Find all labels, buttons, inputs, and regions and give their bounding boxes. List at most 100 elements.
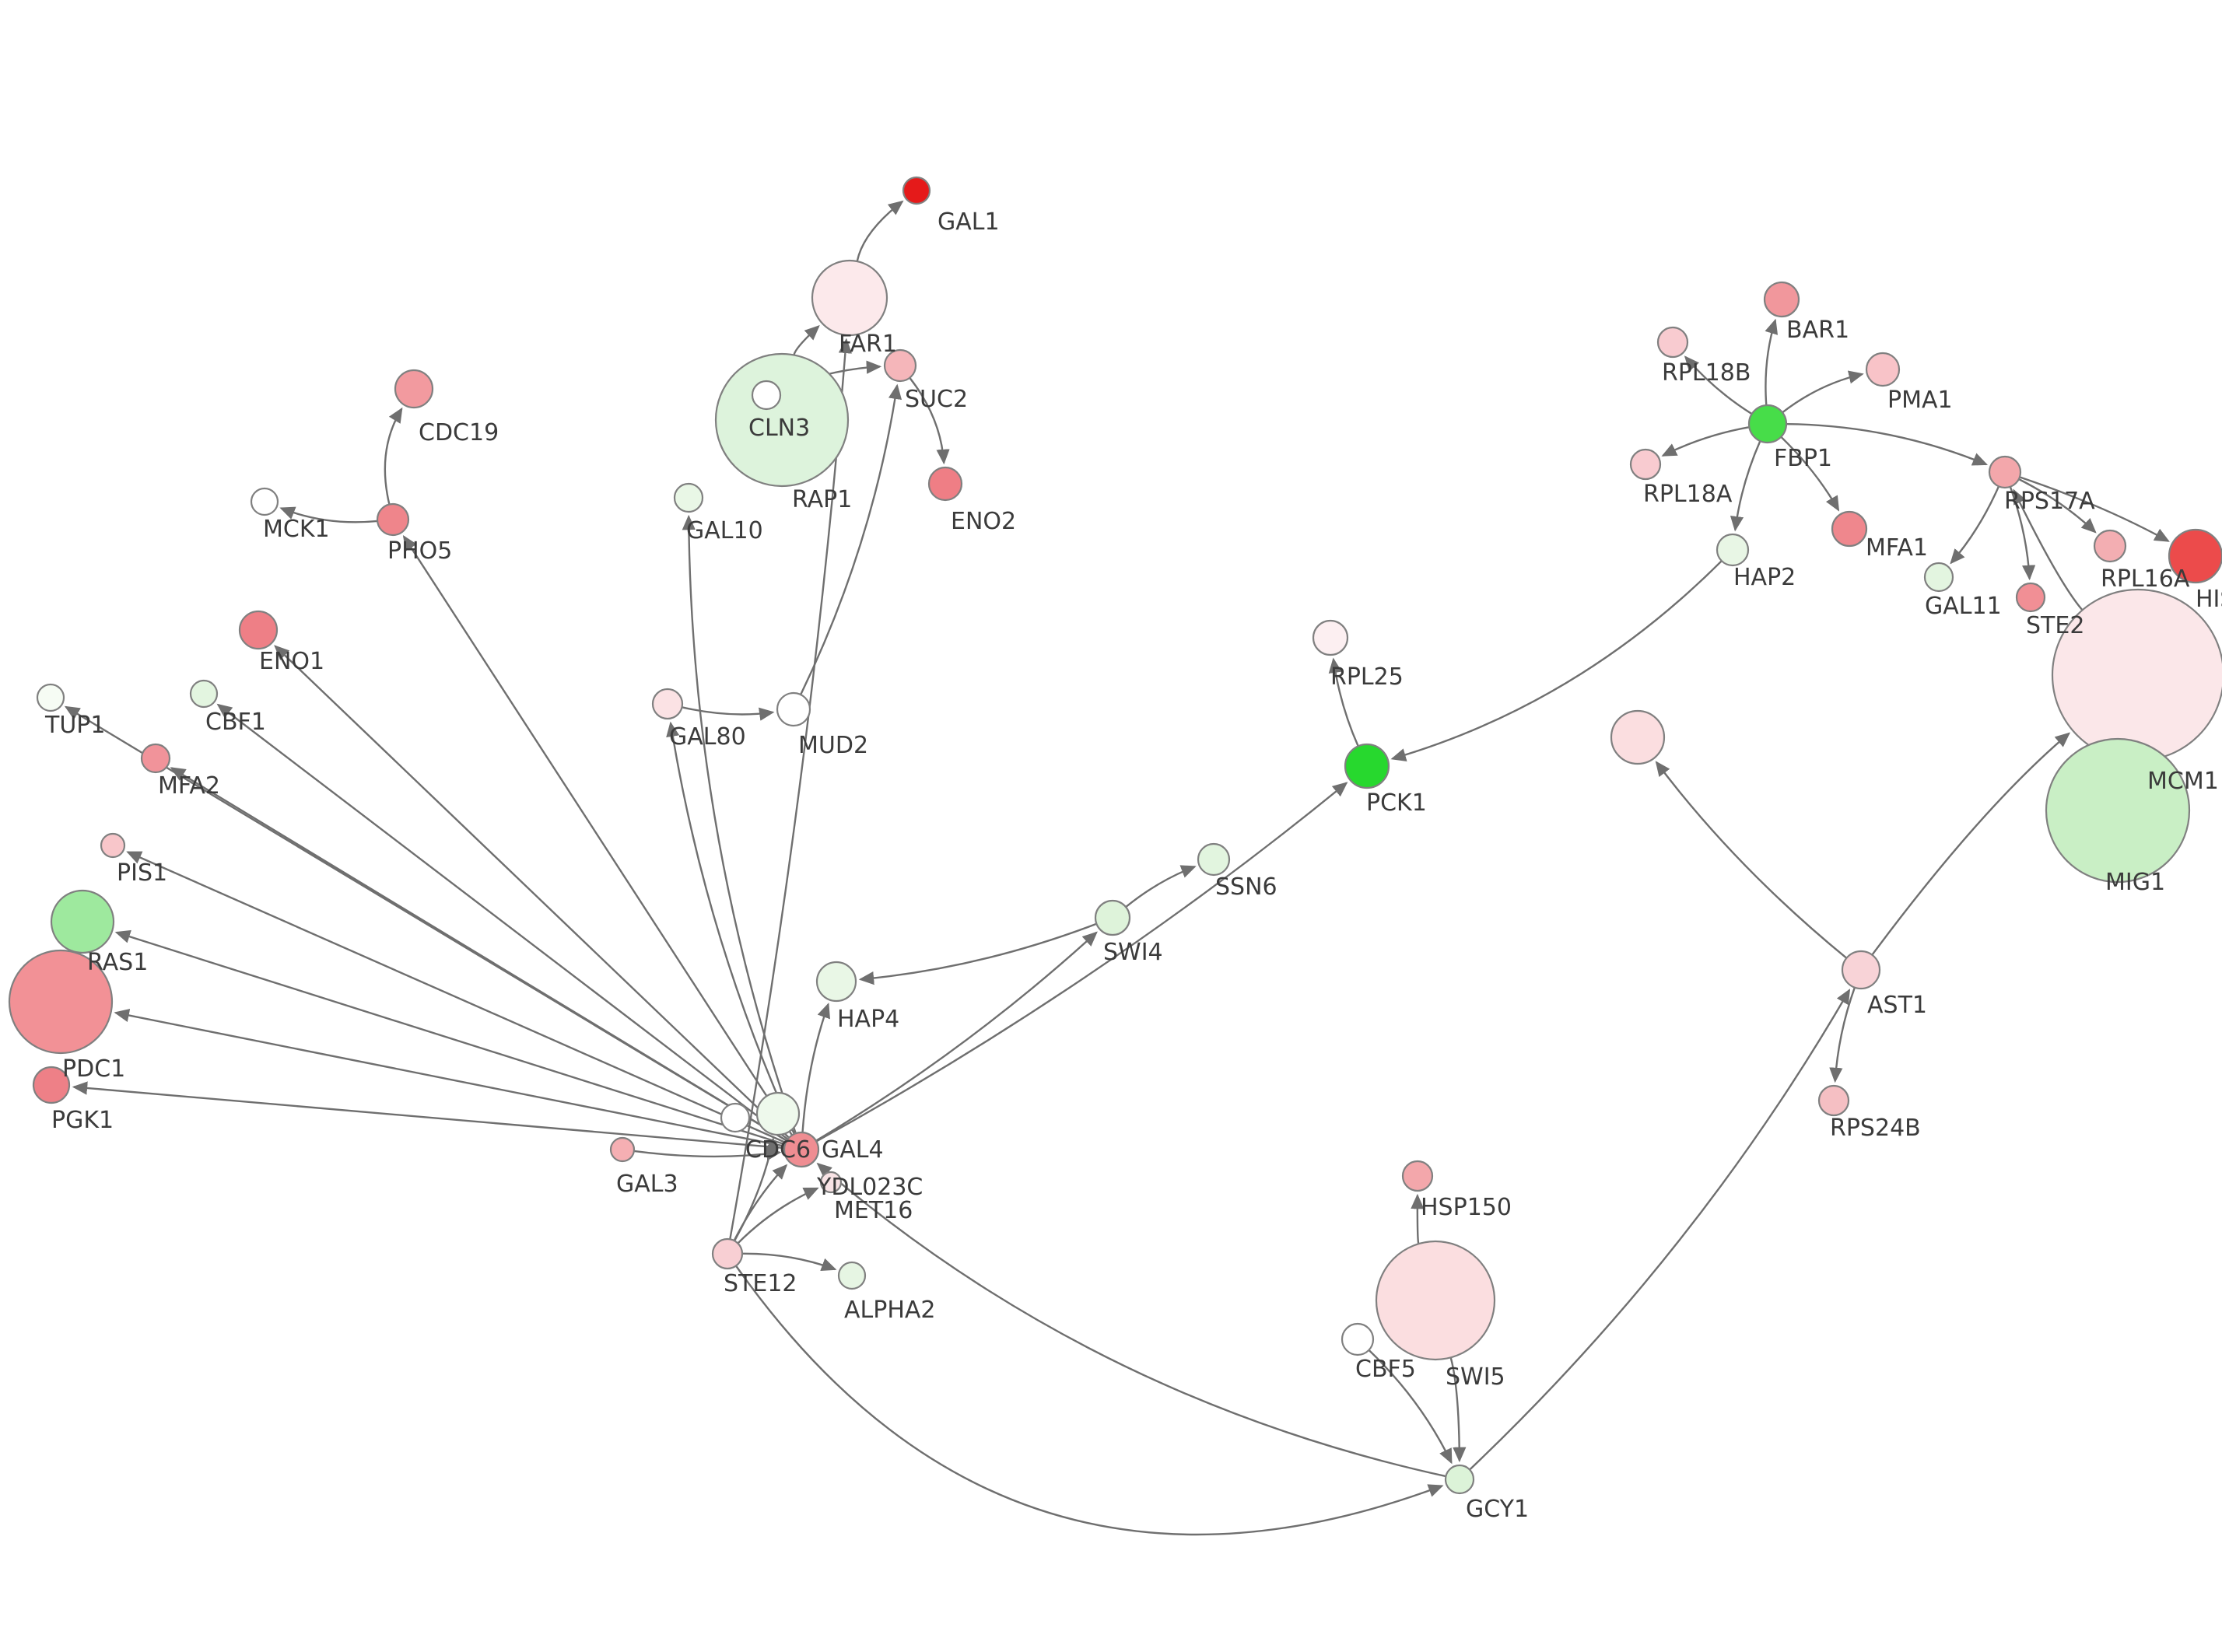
edge-RPS17A-GAL11 [1950, 485, 2000, 565]
node-CBF5[interactable] [1341, 1322, 1375, 1356]
label-PHO5: PHO5 [387, 537, 452, 565]
label-FAR1: FAR1 [839, 331, 897, 358]
node-BAR1[interactable] [1763, 281, 1800, 318]
node-GAL1[interactable] [902, 176, 931, 205]
label-GAL1: GAL1 [938, 208, 1000, 236]
edge-STE12-MET16 [737, 1187, 819, 1244]
node-CLN3[interactable] [714, 352, 850, 488]
node-RPL18A[interactable] [1629, 448, 1662, 481]
label-PMA1: PMA1 [1887, 387, 1953, 414]
label-RAP1: RAP1 [792, 486, 852, 513]
node-GAL11[interactable] [1923, 562, 1954, 593]
edge-HAP2-PCK1 [1390, 560, 1723, 761]
node-PGK1[interactable] [32, 1066, 71, 1104]
label-GAL3: GAL3 [616, 1171, 678, 1198]
label-CLN3: CLN3 [748, 415, 810, 442]
node-CBF1[interactable] [189, 679, 219, 709]
node-RPL18B[interactable] [1656, 326, 1689, 359]
label-GCY1: GCY1 [1466, 1496, 1529, 1523]
edge-SWI5-GCY1 [1449, 1357, 1467, 1463]
label-BAR1: BAR1 [1786, 317, 1849, 344]
node-PDC1[interactable] [8, 949, 114, 1055]
node-RAS1[interactable] [50, 889, 115, 954]
node-STE2[interactable] [2015, 582, 2046, 613]
node-MET16[interactable] [819, 1171, 843, 1194]
node-CDC19[interactable] [394, 369, 434, 409]
label-MIG1: MIG1 [2105, 869, 2165, 896]
node-MFA2[interactable] [140, 743, 171, 774]
node-FBP1[interactable] [1747, 404, 1788, 444]
edge-FBP1-RPL18B [1684, 355, 1753, 415]
node-PHO5[interactable] [376, 502, 410, 537]
node-HIS4[interactable] [2168, 528, 2222, 584]
label-STE12: STE12 [724, 1270, 797, 1297]
node-TUP1[interactable] [36, 683, 65, 712]
edge-GAL4-RAS1 [114, 929, 786, 1146]
node-MIG1[interactable] [2045, 737, 2191, 884]
edge-FBP1-PMA1 [1782, 370, 1864, 414]
node-RPS24B[interactable] [1817, 1084, 1850, 1117]
edges-layer [64, 200, 2170, 1536]
node-RPS17A[interactable] [1988, 455, 2022, 489]
edge-GAL4-CBF1 [216, 703, 789, 1140]
node-FAR1[interactable] [811, 259, 888, 337]
edge-FAR1-GAL1 [856, 200, 904, 262]
label-FBP1: FBP1 [1774, 445, 1832, 472]
node-GAL3[interactable] [609, 1136, 636, 1163]
label-CDC6: CDC6 [745, 1136, 811, 1164]
label-RPS24B: RPS24B [1830, 1115, 1921, 1142]
node-MUD2[interactable] [776, 691, 811, 727]
edge-PCK1-RPL25 [1328, 657, 1359, 747]
node-GAL4[interactable] [783, 1131, 820, 1168]
label-SUC2: SUC2 [905, 386, 968, 413]
label-STE2: STE2 [2026, 612, 2084, 639]
node-PIS1[interactable] [100, 832, 126, 859]
node-HAP4[interactable] [815, 961, 857, 1003]
edge-GAL4-PDC1 [114, 1009, 785, 1147]
node-YDL023C[interactable] [755, 1091, 801, 1136]
node-SWI5[interactable] [1375, 1240, 1496, 1361]
edge-FBP1-RPS17A [1786, 423, 1988, 466]
node-NODE_X[interactable] [1610, 709, 1666, 765]
edge-GAL80-MUD2 [682, 706, 775, 721]
edge-RPS17A-HIS4 [2019, 476, 2170, 542]
node-RPL25[interactable] [1312, 619, 1349, 656]
edge-GAL3-GAL4 [633, 1147, 782, 1161]
edge-GAL4-GAL80 [666, 721, 795, 1135]
node-RAP1[interactable] [751, 380, 782, 411]
label-GAL10: GAL10 [686, 517, 763, 544]
edge-GAL4-ENO1 [274, 645, 790, 1139]
node-MCK1[interactable] [250, 487, 279, 516]
node-GCY1[interactable] [1444, 1464, 1475, 1495]
node-RPL16A[interactable] [2093, 529, 2127, 563]
edge-FBP1-BAR1 [1765, 318, 1779, 406]
label-GAL4: GAL4 [822, 1136, 884, 1164]
node-ENO2[interactable] [927, 466, 963, 502]
node-HAP2[interactable] [1716, 533, 1750, 567]
node-PCK1[interactable] [1344, 743, 1390, 789]
node-STE12[interactable] [711, 1237, 744, 1270]
edge-GAL4-PHO5 [402, 534, 794, 1136]
node-HSP150[interactable] [1401, 1160, 1434, 1192]
label-RPL25: RPL25 [1330, 663, 1404, 691]
node-SUC2[interactable] [883, 348, 917, 383]
node-AST1[interactable] [1841, 950, 1881, 990]
edge-STE12-GAL4 [733, 1164, 788, 1241]
node-ALPHA2[interactable] [837, 1261, 867, 1290]
node-PMA1[interactable] [1865, 352, 1901, 387]
node-CDC6[interactable] [720, 1102, 751, 1133]
label-ENO2: ENO2 [951, 508, 1016, 535]
node-GAL80[interactable] [651, 688, 684, 720]
label-PDC1: PDC1 [62, 1055, 125, 1083]
node-MFA1[interactable] [1831, 510, 1868, 548]
edge-MUD2-SUC2 [800, 383, 902, 695]
node-GAL10[interactable] [673, 482, 704, 513]
node-SSN6[interactable] [1197, 842, 1231, 877]
edge-GAL4-PGK1 [72, 1081, 785, 1150]
node-ENO1[interactable] [238, 610, 279, 650]
node-SWI4[interactable] [1094, 899, 1131, 936]
edge-STE12-GCY1 [735, 1265, 1444, 1536]
edge-STE12-YDL023C [734, 1137, 777, 1241]
